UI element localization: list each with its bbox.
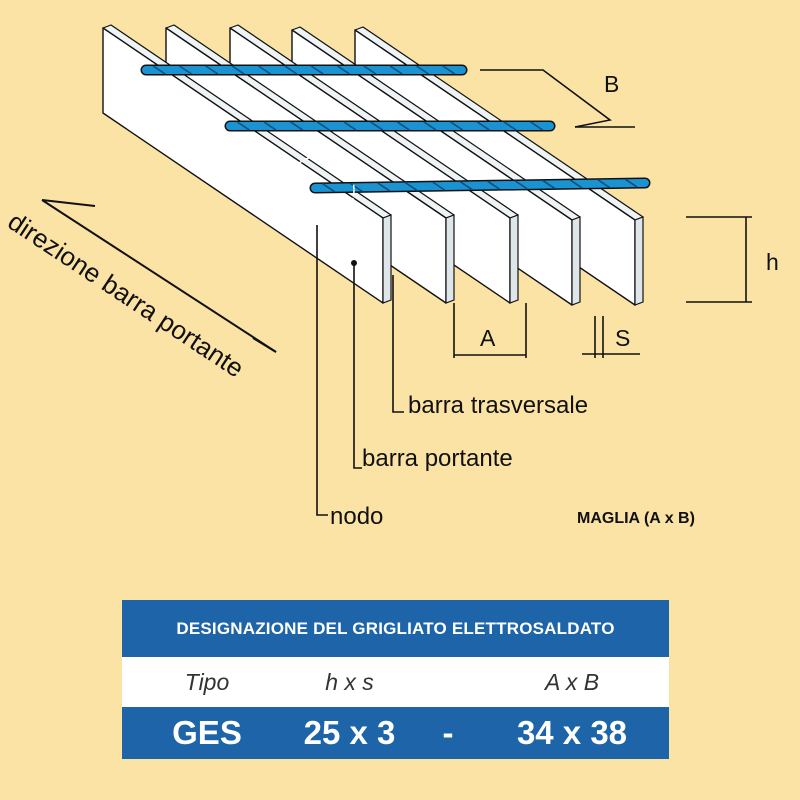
designation-table: DESIGNAZIONE DEL GRIGLIATO ELETTROSALDAT… xyxy=(122,600,669,759)
table-header-row: Tipo h x s A x B xyxy=(122,657,669,707)
label-mesh: MAGLIA (A x B) xyxy=(577,510,695,527)
leader-lines xyxy=(316,225,404,516)
dimension-s xyxy=(582,316,640,358)
crossbar-rod xyxy=(224,120,556,132)
direction-arrow xyxy=(41,199,277,353)
label-bearing-bar: barra portante xyxy=(362,445,513,472)
node-dot xyxy=(351,260,357,266)
dimension-a xyxy=(453,303,527,358)
table-title: DESIGNAZIONE DEL GRIGLIATO ELETTROSALDAT… xyxy=(122,600,669,657)
crossbar-rod xyxy=(309,177,651,194)
dimension-h xyxy=(686,216,752,303)
dimension-b xyxy=(480,69,635,128)
value-sep: - xyxy=(442,714,454,751)
value-type: GES xyxy=(172,714,242,751)
table-value-row: GES 25 x 3 - 34 x 38 xyxy=(122,707,669,759)
crossbar-rod xyxy=(140,64,468,76)
label-node: nodo xyxy=(330,503,383,530)
label-a: A xyxy=(480,325,496,351)
header-hxs: h x s xyxy=(325,668,374,695)
label-s: S xyxy=(615,325,630,351)
value-hxs: 25 x 3 xyxy=(303,714,396,751)
grating-diagram: B h A S direzione barra portante barra t… xyxy=(3,24,779,530)
node-circle xyxy=(285,155,355,225)
value-axb: 34 x 38 xyxy=(516,714,628,751)
label-b: B xyxy=(604,71,619,97)
label-h: h xyxy=(766,249,779,275)
header-axb: A x B xyxy=(544,668,600,695)
header-type: Tipo xyxy=(184,668,230,695)
crossbar-rods xyxy=(140,64,651,194)
label-direction: direzione barra portante xyxy=(3,206,250,383)
label-crossbar: barra trasversale xyxy=(408,392,588,419)
